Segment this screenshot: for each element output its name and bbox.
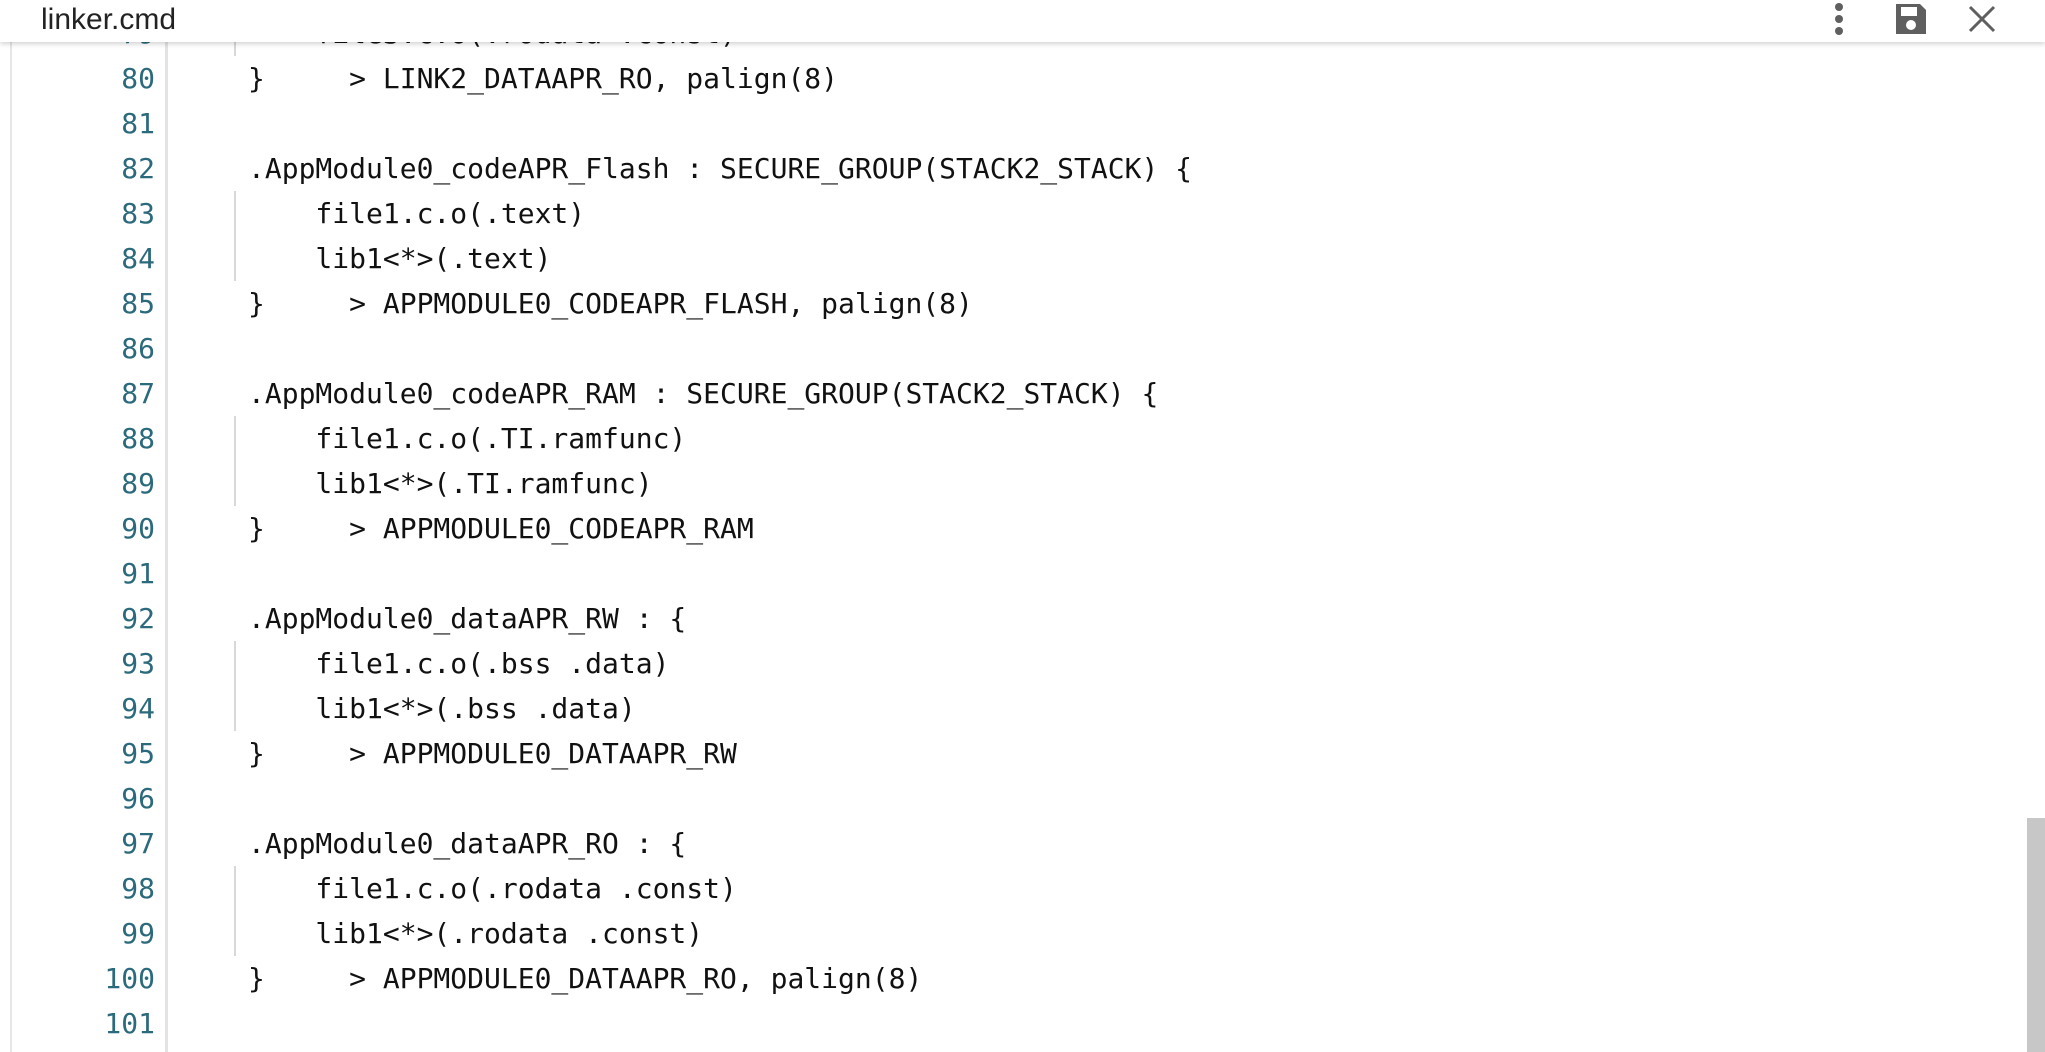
title-bar: linker.cmd bbox=[0, 0, 2045, 42]
code-line: file1.c.o(.rodata .const) bbox=[248, 872, 737, 905]
code-line: .AppModule0_codeAPR_RAM : SECURE_GROUP(S… bbox=[248, 377, 1159, 410]
code-line: lib1<*>(.text) bbox=[248, 242, 552, 275]
code-line: } > APPMODULE0_CODEAPR_RAM bbox=[248, 512, 754, 545]
line-number: 90 bbox=[121, 512, 155, 545]
line-number: 97 bbox=[121, 827, 155, 860]
code-line: lib1<*>(.bss .data) bbox=[248, 692, 636, 725]
line-number: 87 bbox=[121, 377, 155, 410]
line-number: 94 bbox=[121, 692, 155, 725]
close-icon bbox=[1967, 4, 1997, 38]
save-icon bbox=[1893, 1, 1929, 41]
code-line: file1.c.o(.bss .data) bbox=[248, 647, 670, 680]
code-line: file1.c.o(.text) bbox=[248, 197, 586, 230]
line-number: 95 bbox=[121, 737, 155, 770]
indent-guide bbox=[234, 416, 236, 506]
line-number: 84 bbox=[121, 242, 155, 275]
line-number: 80 bbox=[121, 62, 155, 95]
code-line: .AppModule0_dataAPR_RO : { bbox=[248, 827, 687, 860]
close-button[interactable] bbox=[1958, 0, 2006, 42]
file-title: linker.cmd bbox=[41, 3, 177, 36]
code-line: file1.c.o(.TI.ramfunc) bbox=[248, 422, 687, 455]
more-vertical-icon bbox=[1832, 3, 1846, 39]
code-line: file3.c.o(.rodata .const) bbox=[248, 42, 736, 62]
line-number: 92 bbox=[121, 602, 155, 635]
line-number: 98 bbox=[121, 872, 155, 905]
window-left-border bbox=[10, 42, 12, 1052]
vertical-scrollbar[interactable] bbox=[2023, 42, 2045, 1052]
line-number: 99 bbox=[121, 917, 155, 950]
line-number-gutter: 7980818283848586878889909192939495969798… bbox=[12, 17, 165, 1052]
code-line: } > APPMODULE0_CODEAPR_FLASH, palign(8) bbox=[248, 287, 973, 320]
indent-guide bbox=[234, 866, 236, 956]
code-line: } > APPMODULE0_DATAAPR_RW bbox=[248, 737, 737, 770]
scrollbar-thumb[interactable] bbox=[2027, 818, 2045, 1052]
code-line: lib1<*>(.TI.ramfunc) bbox=[248, 467, 653, 500]
line-number: 91 bbox=[121, 557, 155, 590]
line-number: 85 bbox=[121, 287, 155, 320]
code-editor[interactable]: file3.c.o(.rodata .const)} > LINK2_DATAA… bbox=[168, 42, 2023, 1052]
code-line: .AppModule0_codeAPR_Flash : SECURE_GROUP… bbox=[248, 152, 1193, 185]
line-number: 89 bbox=[121, 467, 155, 500]
more-options-button[interactable] bbox=[1815, 0, 1863, 42]
code-line: lib1<*>(.rodata .const) bbox=[248, 917, 704, 950]
indent-guide bbox=[234, 641, 236, 731]
code-line: } > LINK2_DATAAPR_RO, palign(8) bbox=[248, 62, 839, 95]
line-number: 86 bbox=[121, 332, 155, 365]
line-number: 82 bbox=[121, 152, 155, 185]
save-button[interactable] bbox=[1887, 0, 1935, 42]
code-line: } > APPMODULE0_DATAAPR_RO, palign(8) bbox=[248, 962, 923, 995]
indent-guide bbox=[234, 42, 236, 56]
line-number: 83 bbox=[121, 197, 155, 230]
line-number: 100 bbox=[104, 962, 155, 995]
line-number: 101 bbox=[104, 1007, 155, 1040]
line-number: 81 bbox=[121, 107, 155, 140]
line-number: 93 bbox=[121, 647, 155, 680]
gutter-divider bbox=[165, 42, 168, 1052]
code-line: .AppModule0_dataAPR_RW : { bbox=[248, 602, 687, 635]
line-number: 96 bbox=[121, 782, 155, 815]
line-number: 88 bbox=[121, 422, 155, 455]
indent-guide bbox=[234, 191, 236, 281]
